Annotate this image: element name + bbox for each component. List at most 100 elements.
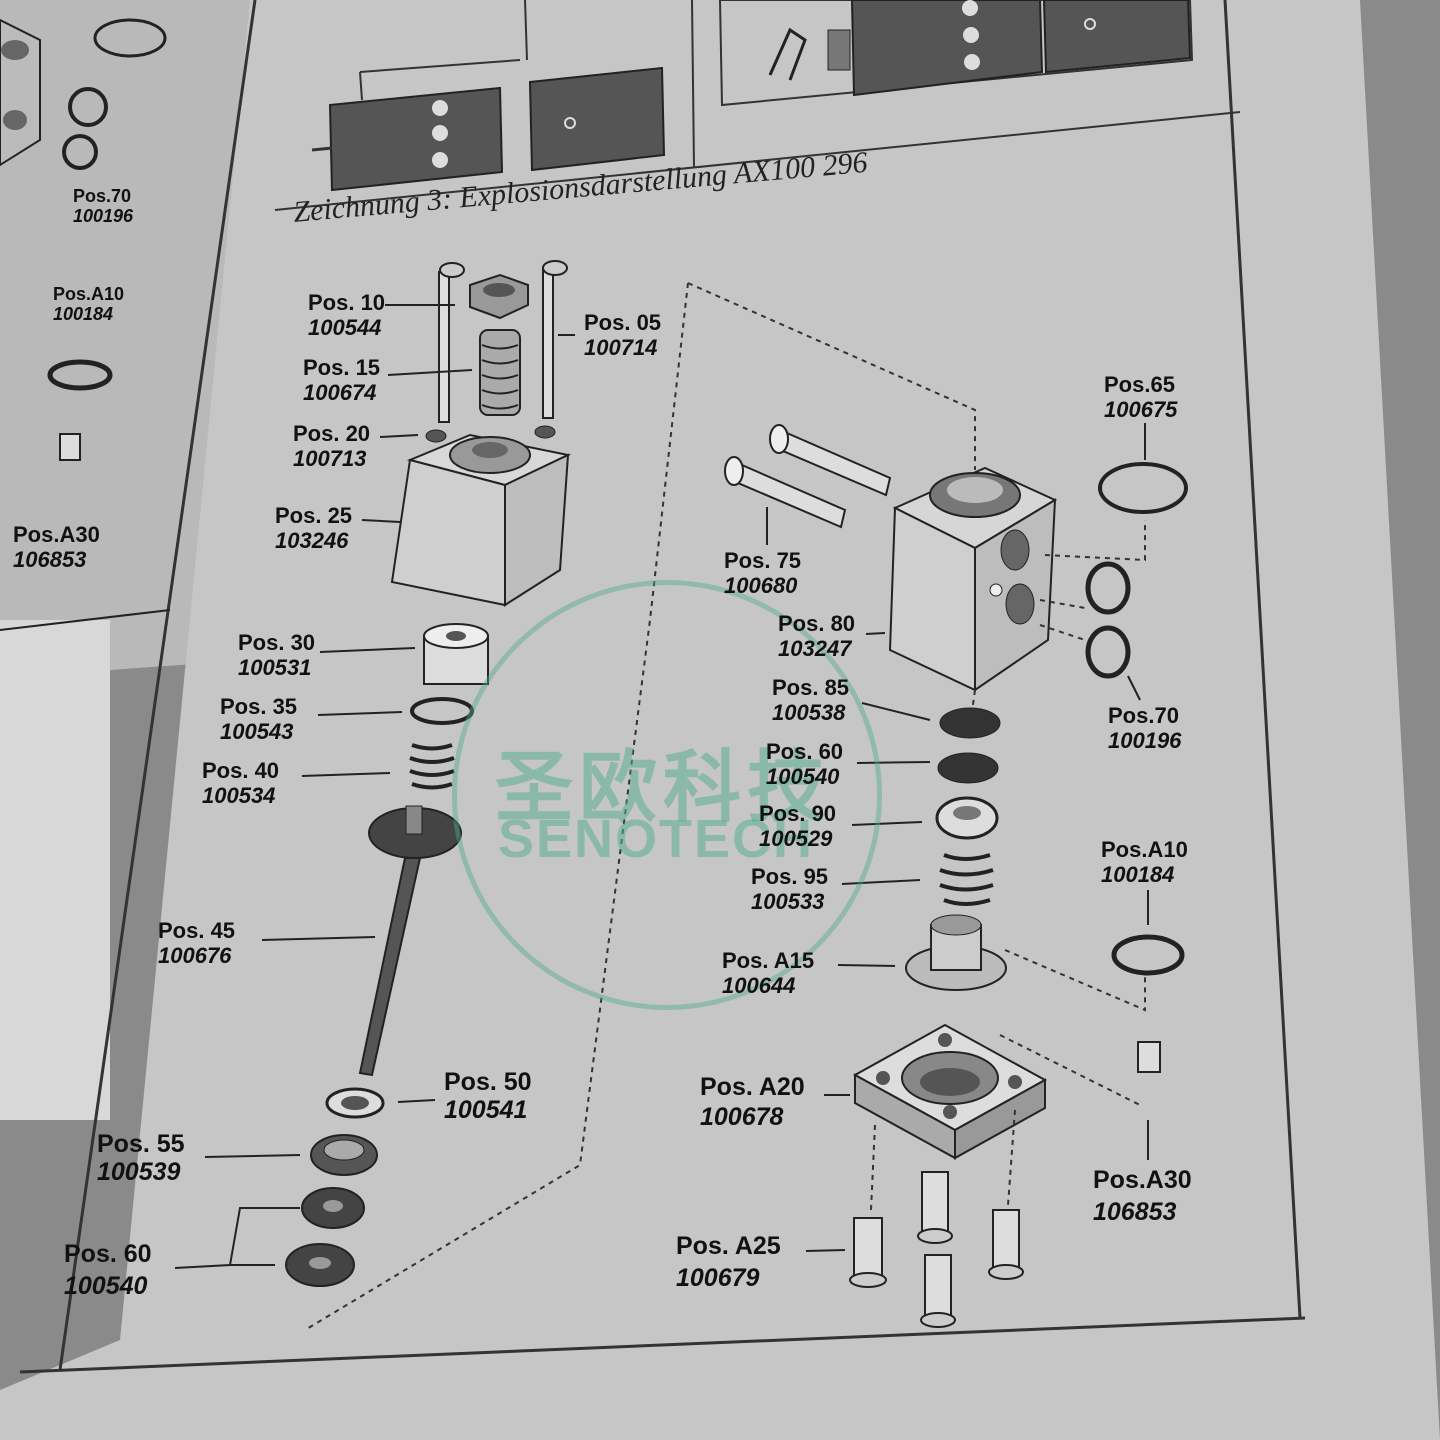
label-pos: Pos. 80 bbox=[778, 611, 856, 636]
label-code: 100543 bbox=[220, 719, 294, 744]
label-code: 106853 bbox=[13, 547, 87, 572]
upper-divider bbox=[691, 0, 695, 169]
label-posA25: Pos. A25 100679 bbox=[676, 1230, 781, 1294]
pins-posA25 bbox=[849, 1171, 1024, 1328]
label-code: 103247 bbox=[778, 636, 852, 661]
frame-left bbox=[58, 0, 257, 1371]
spring-pos95 bbox=[939, 853, 994, 906]
label-code: 100644 bbox=[722, 973, 796, 998]
label-pos: Pos. 90 bbox=[759, 801, 837, 826]
watermark-english: SENOTECH bbox=[498, 809, 815, 869]
right-stack bbox=[724, 424, 1188, 1328]
label-code: 100540 bbox=[766, 764, 840, 789]
disc-pos60-a bbox=[301, 1187, 365, 1229]
label-pos: Pos.A10 bbox=[53, 284, 125, 304]
label-pos: Pos. 85 bbox=[772, 675, 850, 700]
label-pos: Pos. 40 bbox=[202, 758, 280, 783]
background-paper-edge bbox=[0, 620, 110, 1120]
left-stack bbox=[285, 260, 572, 1287]
label-pos: Pos.A10 bbox=[1101, 837, 1188, 862]
guide-line-top bbox=[687, 282, 976, 470]
label-code: 100678 bbox=[700, 1103, 784, 1131]
label-code: 100540 bbox=[64, 1272, 148, 1300]
label-pos: Pos.65 bbox=[1104, 372, 1175, 397]
label-pos: Pos. 25 bbox=[275, 503, 353, 528]
label-code: 100680 bbox=[724, 573, 798, 598]
label-code: 100713 bbox=[293, 446, 367, 471]
label-pos: Pos. 30 bbox=[238, 630, 316, 655]
washer-pos55 bbox=[310, 1134, 378, 1176]
label-pos60-left: Pos. 60 100540 bbox=[64, 1238, 152, 1302]
block-pos25 bbox=[390, 433, 572, 607]
pin-posA30 bbox=[1137, 1041, 1161, 1073]
label-code: 106853 bbox=[1093, 1198, 1177, 1226]
label-pos: Pos.70 bbox=[73, 186, 132, 206]
label-pos: Pos. A25 bbox=[676, 1232, 781, 1260]
rod-pos45 bbox=[358, 805, 462, 1077]
spring-pos15 bbox=[479, 329, 521, 416]
o-ring-pos65 bbox=[1098, 462, 1188, 514]
label-pos: Pos.70 bbox=[1108, 703, 1179, 728]
label-pos: Pos. 55 bbox=[97, 1130, 185, 1158]
sleeve-pos30 bbox=[423, 623, 489, 685]
block-pos80 bbox=[888, 466, 1058, 692]
guide-lines-right bbox=[870, 520, 1146, 1211]
label-code: 100714 bbox=[584, 335, 658, 360]
o-ring-posA10 bbox=[1111, 934, 1185, 976]
label-code: 100679 bbox=[676, 1264, 760, 1292]
pins-pos75 bbox=[724, 424, 892, 529]
label-code: 100184 bbox=[53, 304, 114, 324]
label-code: 100529 bbox=[759, 826, 833, 851]
o-ring-pos70-a bbox=[1085, 561, 1131, 615]
label-pos: Pos. 60 bbox=[766, 739, 844, 764]
label-pos: Pos. 20 bbox=[293, 421, 371, 446]
frame-right bbox=[1223, 0, 1302, 1319]
spring-pos40 bbox=[409, 743, 455, 790]
label-code: 100541 bbox=[444, 1096, 528, 1124]
label-pos: Pos. 45 bbox=[158, 918, 236, 943]
label-pos: Pos. 75 bbox=[724, 548, 802, 573]
label-pos: Pos. 35 bbox=[220, 694, 298, 719]
left-sheet-figure bbox=[0, 18, 171, 631]
label-code: 100675 bbox=[1104, 397, 1178, 422]
washer-pos20 bbox=[425, 429, 447, 443]
label-pos: Pos. 60 bbox=[64, 1240, 152, 1268]
disc-pos85 bbox=[939, 707, 1001, 739]
upper-right-figure bbox=[718, 0, 1194, 107]
label-code: 100534 bbox=[202, 783, 276, 808]
label-code: 100196 bbox=[1108, 728, 1182, 753]
watermark-circle bbox=[452, 580, 882, 1010]
label-pos: Pos.A30 bbox=[1093, 1166, 1192, 1194]
label-pos: Pos. 95 bbox=[751, 864, 829, 889]
bolt-pos10 bbox=[438, 271, 450, 423]
watermark-chinese: 圣欧科技 bbox=[495, 743, 832, 833]
label-pos: Pos. 15 bbox=[303, 355, 381, 380]
flange-posA20 bbox=[852, 1023, 1048, 1160]
label-pos: Pos. A15 bbox=[722, 948, 815, 973]
label-pos: Pos.A30 bbox=[13, 522, 100, 547]
label-posA30: Pos.A30 106853 bbox=[1093, 1164, 1192, 1228]
section-divider bbox=[274, 111, 1241, 211]
label-pos: Pos. 50 bbox=[444, 1068, 532, 1096]
valve-seat-posA15 bbox=[905, 914, 1007, 991]
